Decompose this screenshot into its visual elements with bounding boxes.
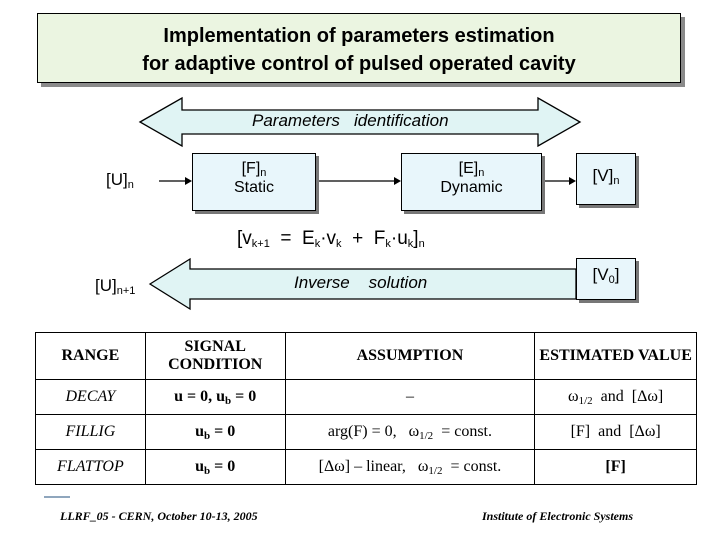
estimated-cell: [F]	[534, 449, 697, 485]
formula-sub-1: k+1	[251, 238, 270, 250]
connector-f-to-e-head	[394, 177, 401, 185]
e-box-label: [E]	[458, 160, 479, 177]
f-box-label: [F]	[241, 160, 261, 177]
header-signal-condition: SIGNAL CONDITION	[144, 332, 286, 380]
u-n1-label: [U]n+1	[95, 276, 135, 297]
header-range: RANGE	[35, 332, 146, 380]
inverse-solution-label: Inverse solution	[294, 273, 428, 292]
signal-text: u	[195, 457, 205, 475]
u-n-subscript: n	[127, 179, 134, 191]
dynamic-e-box: [E]n Dynamic	[401, 153, 542, 211]
assumption-cell: [Δω] – linear, ω1/2 = const.	[284, 449, 536, 485]
v0-text: [V	[592, 265, 609, 284]
title-line-1: Implementation of parameters estimation	[163, 25, 555, 47]
u-n1-text: [U]	[95, 276, 117, 295]
assumption-text-end: = const.	[442, 457, 502, 475]
signal-text: u	[195, 422, 205, 440]
u-n-text: [U]	[106, 170, 128, 189]
estimated-cell: ω1/2 and [Δω]	[534, 379, 697, 415]
title-box: Implementation of parameters estimation …	[37, 13, 681, 83]
signal-cell: u = 0, ub = 0	[144, 379, 286, 415]
f-box-static-label: Static	[233, 179, 274, 196]
estimated-text: [F] and [Δω]	[570, 422, 661, 440]
assumption-subscript: 1/2	[428, 464, 443, 477]
formula-sub-4: k	[385, 238, 391, 250]
v-n-text: [V]	[592, 166, 614, 185]
assumption-cell: arg(F) = 0, ω1/2 = const.	[284, 414, 536, 450]
e-box-subscript: n	[478, 167, 485, 179]
title-line-2: for adaptive control of pulsed operated …	[142, 53, 576, 75]
state-equation: [vk+1 = Ek·vk + Fk·uk]n	[237, 228, 425, 250]
estimated-text: ω	[568, 387, 579, 405]
formula-part-4: + F	[341, 228, 386, 249]
assumption-subscript: 1/2	[419, 429, 434, 442]
assumption-text: [Δω] – linear, ω	[318, 457, 429, 475]
connector-e-to-v-head	[569, 177, 576, 185]
assumption-cell: –	[284, 379, 536, 415]
signal-subscript: b	[204, 429, 211, 442]
table-row: FILLIG ub = 0 arg(F) = 0, ω1/2 = const. …	[35, 414, 697, 450]
assumption-text: arg(F) = 0, ω	[327, 422, 420, 440]
connector-u-to-f-head	[185, 177, 192, 185]
formula-sub-6: n	[418, 238, 425, 250]
v-n-box: [V]n	[576, 153, 636, 205]
range-cell: FLATTOP	[35, 449, 146, 485]
f-box-subscript: n	[260, 167, 267, 179]
estimated-subscript: 1/2	[578, 394, 593, 407]
signal-text-end: = 0	[231, 387, 257, 405]
signal-text-end: = 0	[210, 457, 236, 475]
v0-box: [V0]	[576, 258, 636, 300]
identification-arrow	[138, 96, 582, 148]
signal-text-end: = 0	[210, 422, 236, 440]
formula-part-2: = E	[269, 228, 315, 249]
signal-text: u = 0, u	[174, 387, 226, 405]
formula-part-6: ]	[413, 228, 419, 249]
assumption-text-end: = const.	[433, 422, 492, 440]
footer-conference: LLRF_05 - CERN, October 10-13, 2005	[60, 509, 258, 523]
header-estimated-value: ESTIMATED VALUE	[534, 332, 697, 380]
v0-subscript: 0	[608, 274, 615, 286]
formula-sub-3: k	[336, 238, 342, 250]
identification-label: Parameters identification	[252, 111, 449, 130]
range-cell: DECAY	[35, 379, 146, 415]
formula-sub-2: k	[314, 238, 321, 250]
u-n1-subscript: n+1	[116, 285, 136, 297]
signal-cell: ub = 0	[144, 449, 286, 485]
estimated-text: [F]	[605, 457, 626, 475]
estimated-cell: [F] and [Δω]	[534, 414, 697, 450]
formula-part-5: ·u	[390, 228, 408, 249]
e-box-dynamic-label: Dynamic	[440, 179, 503, 196]
formula-part-3: ·v	[320, 228, 337, 249]
static-f-box: [F]n Static	[192, 153, 316, 211]
signal-subscript: b	[204, 464, 211, 477]
parameters-table: RANGE SIGNAL CONDITION ASSUMPTION ESTIMA…	[35, 332, 697, 485]
estimated-text-end: and [Δω]	[592, 387, 664, 405]
footer-accent-bar	[44, 496, 70, 498]
v-n-subscript: n	[613, 175, 620, 187]
u-n-label: [U]n	[106, 170, 134, 191]
table-row: DECAY u = 0, ub = 0 – ω1/2 and [Δω]	[35, 379, 697, 415]
signal-cell: ub = 0	[144, 414, 286, 450]
assumption-text: –	[405, 387, 414, 405]
formula-part-1: [v	[237, 228, 252, 249]
signal-subscript: b	[225, 394, 232, 407]
formula-sub-5: k	[407, 238, 414, 250]
header-assumption: ASSUMPTION	[284, 332, 536, 380]
range-cell: FILLIG	[35, 414, 146, 450]
table-header-row: RANGE SIGNAL CONDITION ASSUMPTION ESTIMA…	[35, 332, 697, 380]
v0-close: ]	[614, 265, 620, 284]
table-row: FLATTOP ub = 0 [Δω] – linear, ω1/2 = con…	[35, 449, 697, 485]
footer-institute: Institute of Electronic Systems	[482, 509, 634, 523]
